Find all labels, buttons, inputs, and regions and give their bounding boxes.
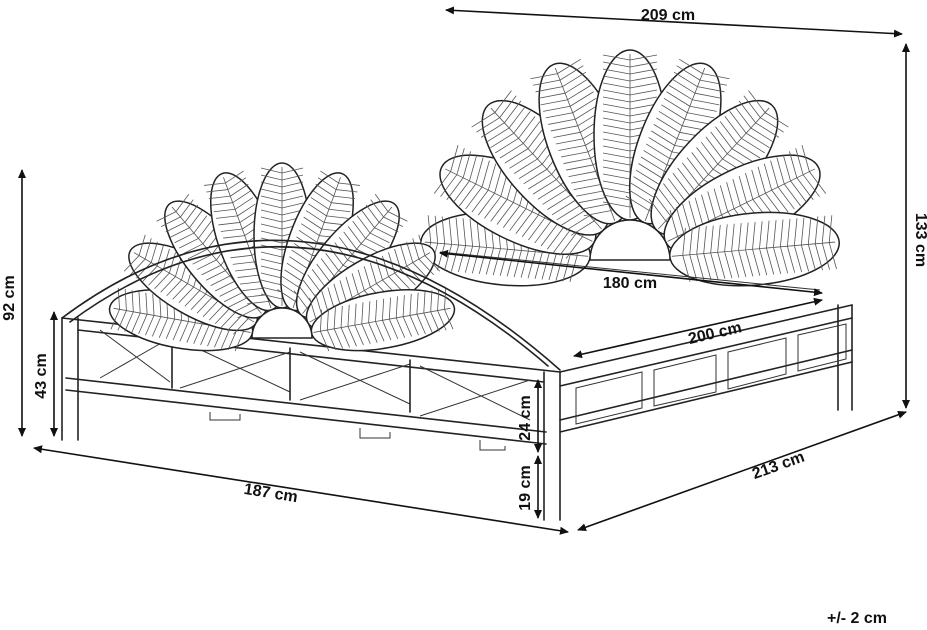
label-width-front: 187 cm [243, 481, 299, 506]
label-rail-height: 43 cm [33, 353, 50, 398]
dimension-lines [18, 6, 910, 535]
label-inner-width: 180 cm [603, 275, 657, 292]
footboard-arch [61, 239, 561, 371]
dim-inner-length-line [573, 297, 823, 359]
label-footboard-height: 92 cm [1, 275, 18, 320]
tolerance-note: +/- 2 cm [826, 610, 887, 627]
footboard [108, 162, 456, 352]
fan-petal [310, 287, 456, 352]
label-length-side: 213 cm [750, 449, 807, 484]
label-leg-height: 19 cm [517, 465, 534, 510]
label-height-total: 133 cm [912, 213, 927, 267]
headboard [420, 49, 840, 287]
label-frame-height: 24 cm [517, 395, 534, 440]
label-width-top: 209 cm [641, 7, 695, 24]
dim-width-front-line [33, 445, 569, 535]
dim-length-side-line [577, 410, 907, 532]
fan-hub [251, 307, 313, 339]
dim-inner-width-line [439, 249, 823, 297]
dim-width-top-line [445, 6, 903, 38]
